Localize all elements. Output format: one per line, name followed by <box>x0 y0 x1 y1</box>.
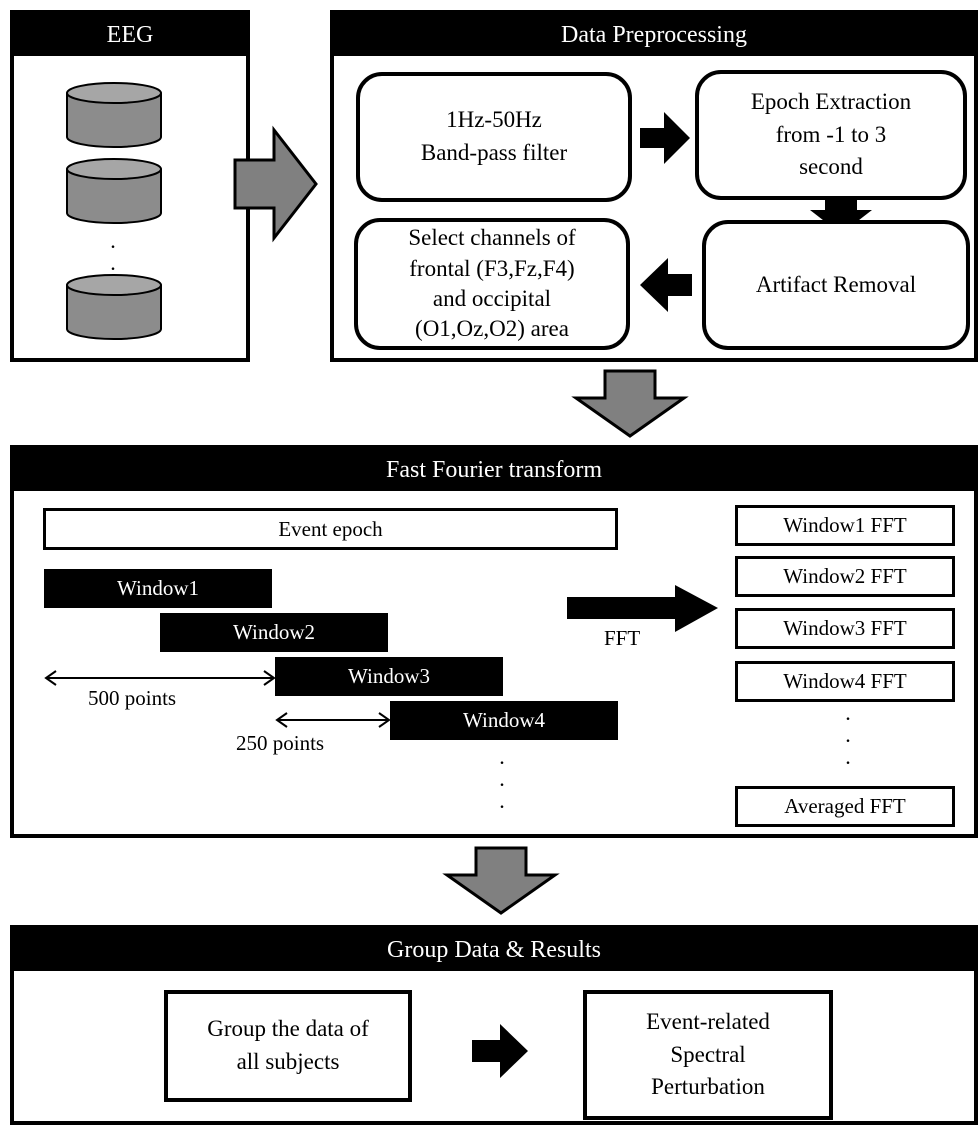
epoch-extraction-label: Epoch Extraction from -1 to 3 second <box>750 89 912 180</box>
window-bar: Window1 <box>44 569 272 608</box>
fft-arrow-label: FFT <box>604 626 641 650</box>
ersp-label: Event-related Spectral Perturbation <box>646 1009 770 1100</box>
arrow-left-icon <box>640 258 692 312</box>
span-500-arrow-icon <box>44 670 276 686</box>
fft-output-label: Window2 FFT <box>783 564 907 588</box>
fft-output-box: Window3 FFT <box>735 608 955 649</box>
artifact-removal-box: Artifact Removal <box>702 220 970 350</box>
arrow-right-icon <box>640 112 690 164</box>
bandpass-filter-label: 1Hz-50Hz Band-pass filter <box>420 107 568 165</box>
fft-output-box: Window1 FFT <box>735 505 955 546</box>
flow-arrow-right-icon <box>233 125 318 243</box>
span-500-label: 500 points <box>88 686 177 710</box>
event-epoch-bar: Event epoch <box>43 508 618 550</box>
preprocessing-panel-title: Data Preprocessing <box>334 14 974 56</box>
fft-arrow-icon <box>567 585 718 632</box>
ersp-box: Event-related Spectral Perturbation <box>583 990 833 1120</box>
select-channels-label: Select channels of frontal (F3,Fz,F4) an… <box>408 225 576 342</box>
bandpass-filter-box: 1Hz-50Hz Band-pass filter <box>356 72 632 202</box>
group-subjects-label: Group the data of all subjects <box>207 1016 369 1074</box>
fft-output-label: Window4 FFT <box>783 669 907 693</box>
averaged-fft-label: Averaged FFT <box>784 794 906 818</box>
window-label: Window4 <box>463 708 545 732</box>
flow-arrow-down-icon <box>571 369 689 438</box>
group-panel-title: Group Data & Results <box>14 929 974 971</box>
fft-panel-title: Fast Fourier transform <box>14 449 974 491</box>
fft-output-label: Window3 FFT <box>783 616 907 640</box>
eeg-panel-title: EEG <box>14 14 246 56</box>
epoch-extraction-box: Epoch Extraction from -1 to 3 second <box>695 70 967 200</box>
eeg-ellipsis: . . <box>110 228 116 275</box>
eeg-database-icon <box>66 274 162 340</box>
window-bar: Window4 <box>390 701 618 740</box>
fft-output-label: Window1 FFT <box>783 513 907 537</box>
fft-output-box: Window2 FFT <box>735 556 955 597</box>
window-label: Window3 <box>348 664 430 688</box>
span-250-arrow-icon <box>275 712 391 728</box>
fft-output-box: Window4 FFT <box>735 661 955 702</box>
window-bar: Window3 <box>275 657 503 696</box>
arrow-right-icon <box>472 1024 528 1078</box>
window-label: Window2 <box>233 620 315 644</box>
fft-output-ellipsis: . . . <box>845 700 851 769</box>
eeg-database-icon <box>66 82 162 148</box>
group-subjects-box: Group the data of all subjects <box>164 990 412 1102</box>
windows-ellipsis: . . . <box>499 744 505 813</box>
arrow-down-icon <box>810 198 872 234</box>
span-250-label: 250 points <box>236 731 325 755</box>
averaged-fft-box: Averaged FFT <box>735 786 955 827</box>
select-channels-box: Select channels of frontal (F3,Fz,F4) an… <box>354 218 630 350</box>
event-epoch-label: Event epoch <box>278 516 383 541</box>
artifact-removal-label: Artifact Removal <box>755 271 917 297</box>
window-label: Window1 <box>117 576 199 600</box>
eeg-database-icon <box>66 158 162 224</box>
flow-arrow-down-icon <box>442 846 560 915</box>
window-bar: Window2 <box>160 613 388 652</box>
